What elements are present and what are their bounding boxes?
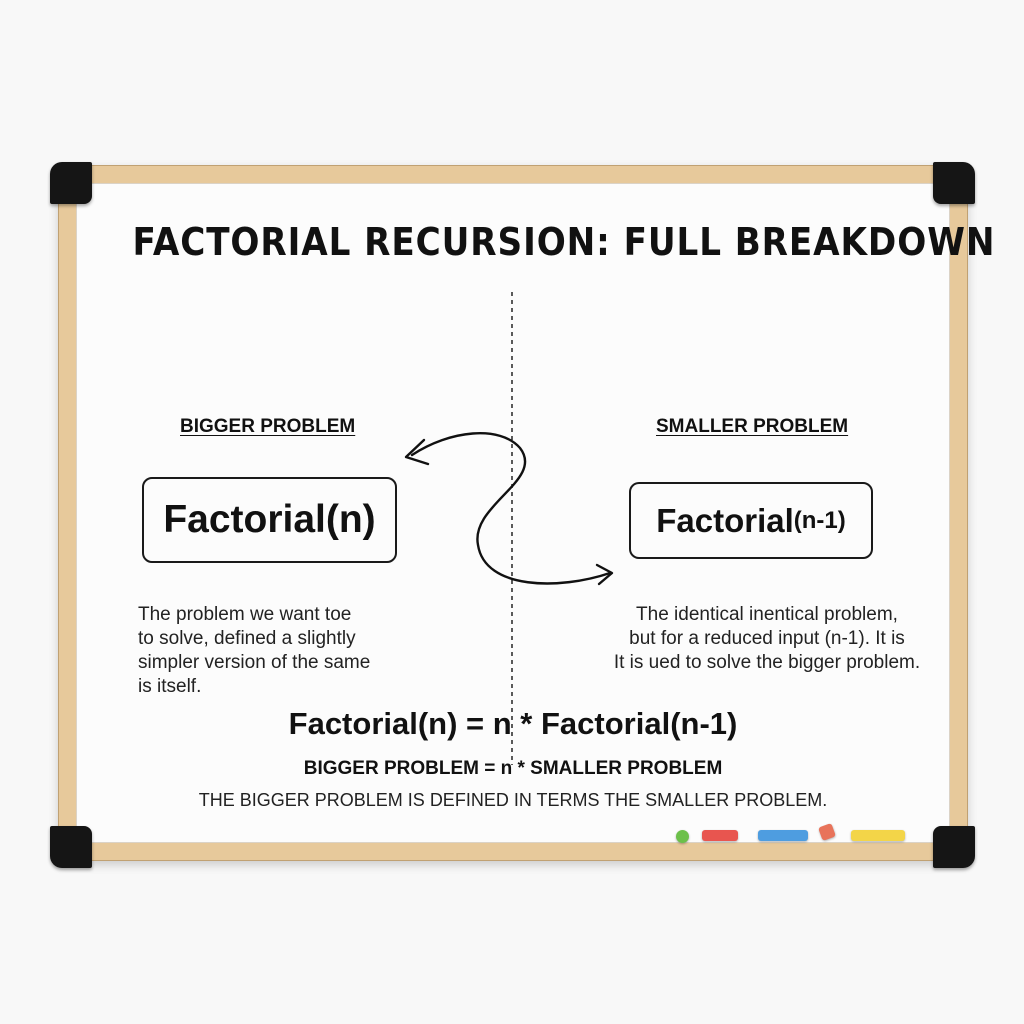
bigger-problem-box: Factorial(n) [142,477,397,563]
smaller-problem-box: Factorial(n-1) [629,482,873,559]
smaller-problem-box-prefix: Factorial [656,501,794,539]
description-line: simpler version of the same [138,652,371,673]
formula-in-words: BIGGER PROBLEM = n * SMALLER PROBLEM [303,758,723,779]
board-title: FACTORIAL RECURSION: FULL BREAKDOWN [132,220,996,264]
recursive-formula: Factorial(n) = n * Factorial(n-1) [288,706,738,741]
description-line: It is ued to solve the bigger problem. [613,652,921,673]
description-line: to solve, defined a slightly [138,628,356,649]
bigger-problem-box-text: Factorial(n) [163,498,376,541]
smaller-problem-description: The identical inentical problem, but for… [582,603,952,675]
smaller-problem-label: SMALLER PROBLEM [656,416,849,437]
chalk-icon-blue[interactable] [758,830,808,841]
description-line: is itself. [138,676,202,697]
description-line: The identical inentical problem, [636,604,898,625]
bigger-problem-description: The problem we want toe to solve, define… [138,603,438,699]
chalk-icon-yellow[interactable] [851,830,905,841]
description-line: The problem we want toe [138,604,352,625]
chalk-icon-red[interactable] [702,830,738,841]
frame-corner-bottom-right [933,826,975,868]
formula-explanation: THE BIGGER PROBLEM IS DEFINED IN TERMS T… [198,790,828,810]
frame-corner-bottom-left [50,826,92,868]
frame-corner-top-left [50,162,92,204]
whiteboard-frame [58,165,968,861]
smaller-problem-box-arg: (n-1) [793,506,846,534]
bigger-problem-label: BIGGER PROBLEM [180,416,356,437]
description-line: but for a reduced input (n-1). It is [629,628,905,649]
curved-arrow-icon [404,432,614,586]
frame-corner-top-right [933,162,975,204]
chalk-icon-green[interactable] [676,830,689,843]
